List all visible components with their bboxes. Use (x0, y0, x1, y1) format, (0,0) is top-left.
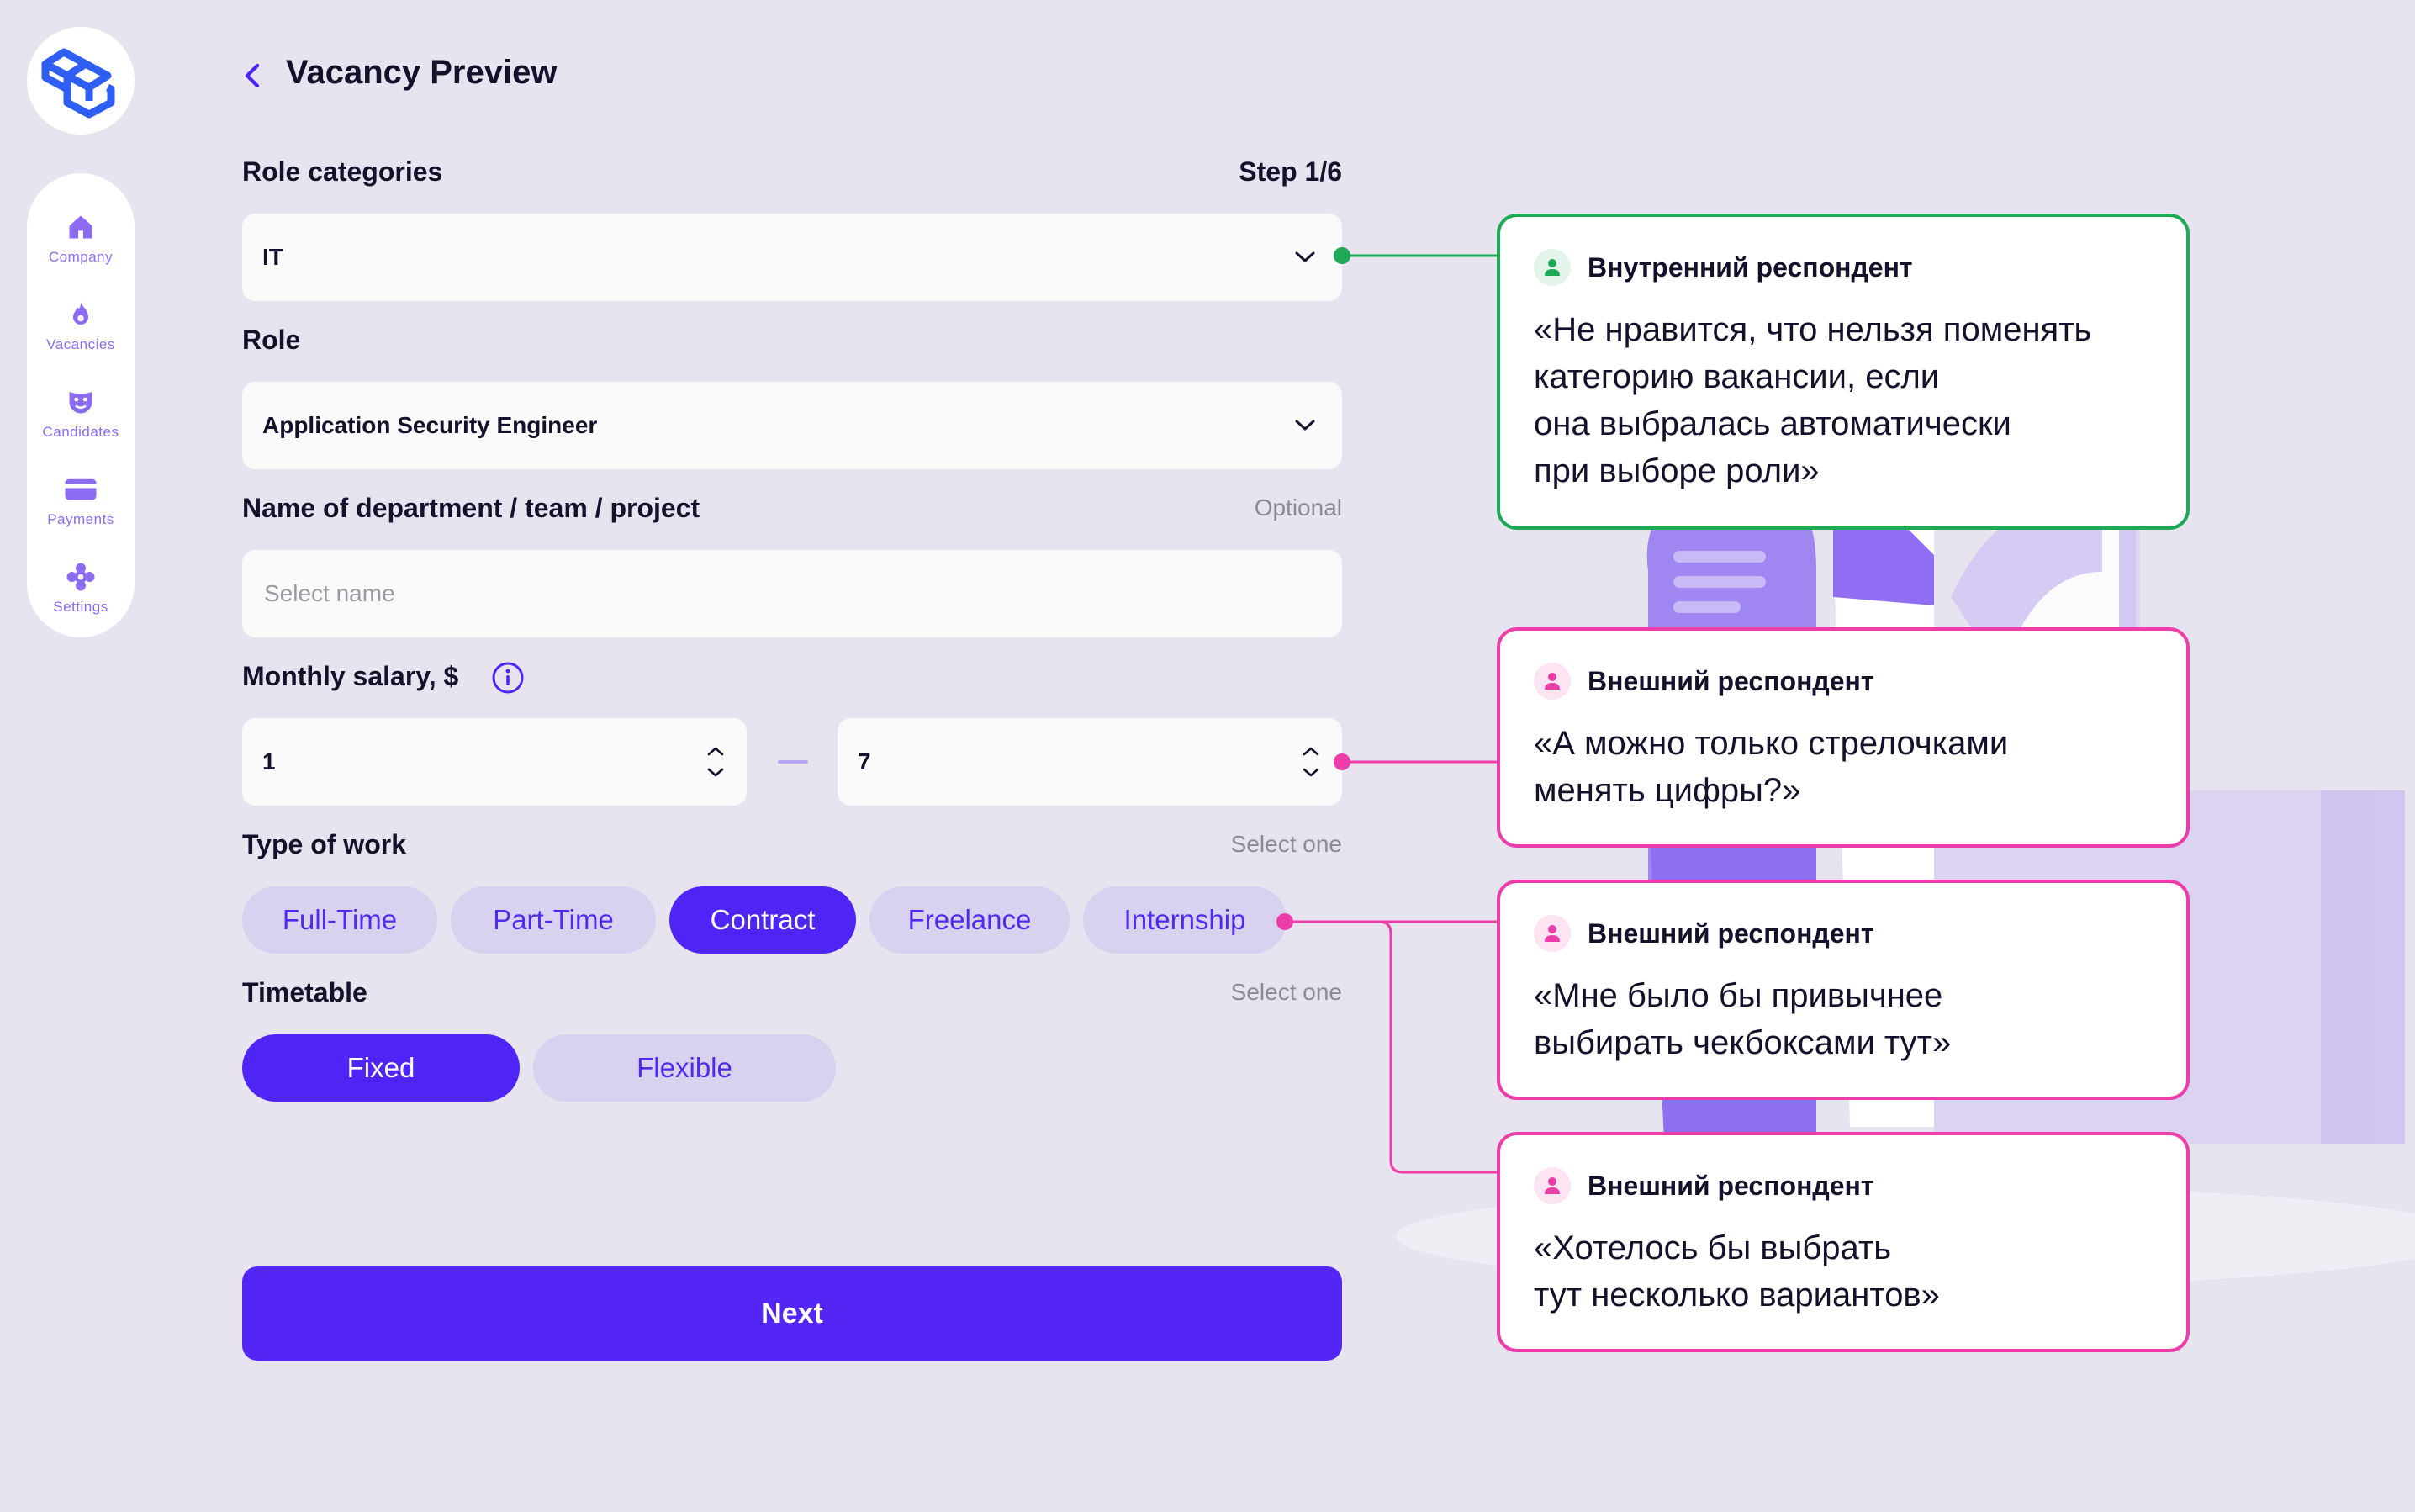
back-button[interactable] (237, 59, 267, 93)
user-icon (1534, 663, 1571, 700)
chevron-down-icon (1293, 246, 1317, 269)
chevron-up-icon[interactable] (706, 746, 725, 756)
callout-quote: «Мне было бы привычнее выбирать чекбокса… (1534, 977, 1952, 1061)
salary-max-value: 7 (858, 748, 871, 775)
chevron-down-icon (1293, 414, 1317, 437)
callout-author: Внешний респондент (1588, 665, 1874, 696)
sidebar-item-payments[interactable]: Payments (27, 463, 135, 550)
role-categories-select[interactable]: IT (242, 214, 1342, 301)
chip-contract[interactable]: Contract (669, 886, 856, 954)
chip-fixed[interactable]: Fixed (242, 1034, 520, 1102)
sidebar-item-label: Settings (53, 599, 108, 615)
callout-quote: «Хотелось бы выбрать тут несколько вариа… (1534, 1229, 1940, 1314)
step-indicator: Step 1/6 (1239, 156, 1342, 187)
chevron-up-icon[interactable] (1302, 746, 1320, 756)
callout-author: Внешний респондент (1588, 917, 1874, 949)
sidebar-item-label: Candidates (42, 424, 119, 440)
callout-external-respondent: Внешний респондент «Хотелось бы выбрать … (1497, 1132, 2190, 1352)
user-icon (1534, 249, 1571, 286)
salary-label: Monthly salary, $ (242, 661, 459, 691)
info-icon[interactable] (491, 661, 525, 695)
user-icon (1534, 1167, 1571, 1204)
chevron-down-icon[interactable] (706, 768, 725, 778)
salary-min-field[interactable]: 1 (242, 718, 747, 806)
sidebar-item-candidates[interactable]: Candidates (27, 375, 135, 463)
select-one-hint: Select one (1230, 831, 1342, 857)
role-select[interactable]: Application Security Engineer (242, 382, 1342, 469)
role-categories-label: Role categories (242, 156, 443, 187)
salary-max-field[interactable]: 7 (838, 718, 1342, 806)
callout-author: Внутренний респондент (1588, 251, 1913, 283)
mask-icon (69, 392, 92, 414)
timetable-label: Timetable (242, 977, 367, 1007)
sidebar-item-label: Company (48, 249, 114, 265)
app-logo[interactable] (27, 27, 135, 135)
callout-author: Внешний респондент (1588, 1170, 1874, 1201)
type-of-work-label: Type of work (242, 829, 406, 859)
chip-part-time[interactable]: Part-Time (451, 886, 656, 954)
role-categories-value: IT (262, 244, 283, 270)
sidebar-item-settings[interactable]: Settings (27, 550, 135, 637)
home-icon (69, 215, 92, 239)
callout-quote: «А можно только стрелочками менять цифры… (1534, 725, 2009, 809)
flame-icon (73, 302, 88, 325)
chip-flexible[interactable]: Flexible (533, 1034, 836, 1102)
chip-freelance[interactable]: Freelance (869, 886, 1070, 954)
callout-external-respondent: Внешний респондент «А можно только стрел… (1497, 627, 2190, 848)
sidebar-item-company[interactable]: Company (27, 200, 135, 288)
salary-min-value: 1 (262, 748, 276, 775)
salary-min-stepper[interactable] (706, 746, 725, 778)
card-icon (65, 478, 97, 500)
range-separator (778, 760, 808, 764)
sidebar-item-label: Vacancies (46, 336, 115, 352)
callout-quote: «Не нравится, что нельзя поменять катего… (1534, 311, 2092, 489)
chip-internship[interactable]: Internship (1083, 886, 1287, 954)
select-one-hint: Select one (1230, 979, 1342, 1005)
department-field[interactable] (242, 550, 1342, 637)
salary-max-stepper[interactable] (1302, 746, 1320, 778)
department-label: Name of department / team / project (242, 493, 700, 523)
sidebar-item-label: Payments (47, 511, 114, 527)
department-input[interactable] (262, 579, 1238, 608)
page-title: Vacancy Preview (286, 54, 558, 91)
role-value: Application Security Engineer (262, 412, 598, 438)
chevron-left-icon (245, 63, 260, 88)
chevron-down-icon[interactable] (1302, 768, 1320, 778)
next-button[interactable]: Next (242, 1266, 1342, 1361)
role-label: Role (242, 325, 301, 355)
optional-hint: Optional (1254, 494, 1342, 521)
sidebar: Company Vacancies Candidates Payments Se… (27, 173, 135, 637)
gear-icon (66, 563, 95, 591)
chip-full-time[interactable]: Full-Time (242, 886, 437, 954)
sidebar-item-vacancies[interactable]: Vacancies (27, 288, 135, 375)
logo-icon (41, 48, 115, 119)
callout-external-respondent: Внешний респондент «Мне было бы привычне… (1497, 880, 2190, 1100)
user-icon (1534, 915, 1571, 952)
callout-internal-respondent: Внутренний респондент «Не нравится, что … (1497, 214, 2190, 530)
